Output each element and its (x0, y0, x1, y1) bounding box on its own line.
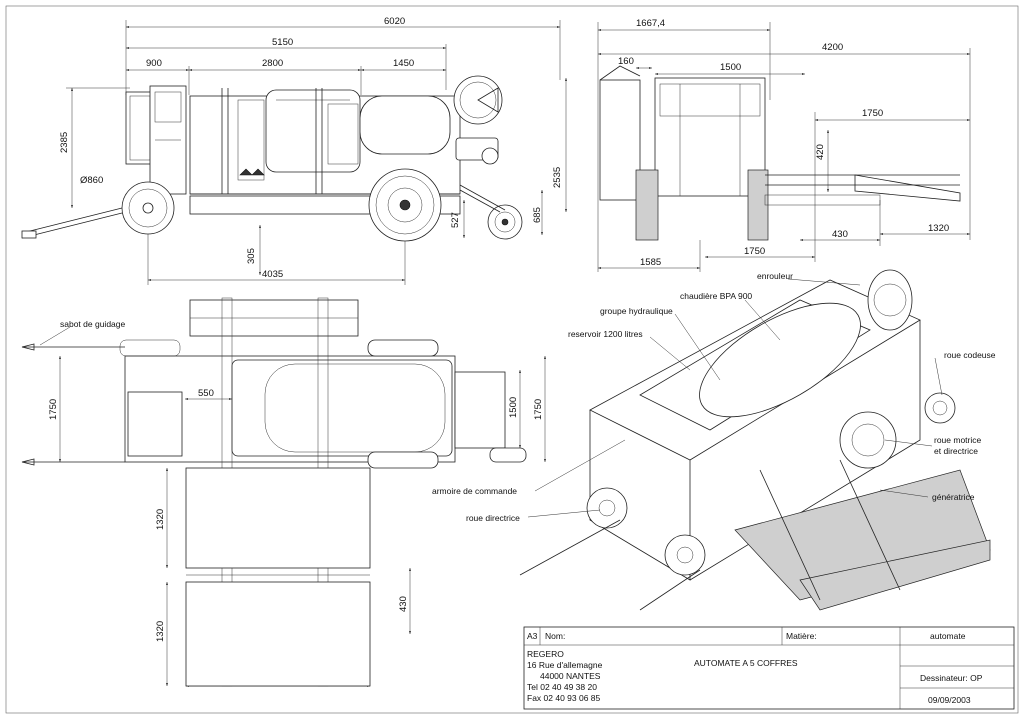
label-groupe-hydraulique: groupe hydraulique (600, 306, 673, 316)
dim-2535: 2535 (552, 167, 563, 188)
dim-430: 430 (832, 229, 848, 240)
tb-nom-label: Nom: (545, 631, 565, 641)
dim-1750-right: 1750 (533, 399, 544, 420)
label-sabot: sabot de guidage (60, 319, 125, 329)
dim-900: 900 (146, 58, 162, 69)
dim-420: 420 (815, 144, 826, 160)
tb-matiere-label: Matière: (786, 631, 817, 641)
label-roue-motrice: roue motrice (934, 435, 982, 445)
dim-1750-bottom: 1750 (744, 246, 765, 257)
tb-address-1: 16 Rue d'allemagne (527, 660, 603, 670)
label-generatrice: génératrice (932, 492, 975, 502)
tb-format: A3 (527, 631, 538, 641)
dim-1750-left: 1750 (48, 399, 59, 420)
side-view: 6020 5150 900 2800 1450 2385 Ø860 2535 6… (21, 16, 567, 285)
dim-5150: 5150 (272, 37, 293, 48)
dim-1500: 1500 (720, 62, 741, 73)
dim-1500-top: 1500 (508, 397, 519, 418)
tb-company: REGERO (527, 649, 564, 659)
tb-name-value: automate (930, 631, 966, 641)
label-chaudiere: chaudière BPA 900 (680, 291, 752, 301)
label-roue-codeuse: roue codeuse (944, 350, 996, 360)
tb-drawer: Dessinateur: OP (920, 673, 983, 683)
dim-160: 160 (618, 56, 634, 67)
dim-1320: 1320 (928, 223, 949, 234)
tb-address-2: 44000 NANTES (540, 671, 601, 681)
dim-4200: 4200 (822, 42, 843, 53)
dim-6020: 6020 (384, 16, 405, 27)
isometric-view: enrouleur chaudière BPA 900 groupe hydra… (39, 269, 996, 611)
dim-1320-b: 1320 (155, 621, 166, 642)
dim-1585: 1585 (640, 257, 661, 268)
label-reservoir: reservoir 1200 litres (568, 329, 643, 339)
label-et-directrice: et directrice (934, 446, 978, 456)
dim-1750-top: 1750 (862, 108, 883, 119)
dim-1450: 1450 (393, 58, 414, 69)
title-block: A3 Nom: Matière: automate REGERO 16 Rue … (523, 626, 1015, 710)
dim-1667: 1667,4 (636, 18, 665, 29)
dim-685: 685 (532, 207, 543, 223)
dim-2385: 2385 (59, 132, 70, 153)
dim-430-top: 430 (398, 596, 409, 612)
dim-550: 550 (198, 388, 214, 399)
label-enrouleur: enrouleur (757, 271, 793, 281)
tb-tel: Tel 02 40 49 38 20 (527, 682, 597, 692)
dim-305: 305 (246, 248, 257, 264)
label-roue-directrice: roue directrice (466, 513, 520, 523)
dim-wheel-diameter: Ø860 (80, 175, 103, 186)
tb-title: AUTOMATE A 5 COFFRES (694, 658, 798, 668)
rear-view: 1667,4 4200 160 1500 1750 420 1750 430 1… (597, 18, 971, 272)
dim-1320-a: 1320 (155, 509, 166, 530)
top-view: 550 1750 1500 1750 1320 1320 430 2600 (21, 297, 546, 687)
dim-4035: 4035 (262, 269, 283, 280)
tb-fax: Fax 02 40 93 06 85 (527, 693, 601, 703)
label-armoire: armoire de commande (432, 486, 517, 496)
tb-date: 09/09/2003 (928, 695, 971, 705)
dim-2800: 2800 (262, 58, 283, 69)
dim-527: 527 (450, 212, 461, 228)
